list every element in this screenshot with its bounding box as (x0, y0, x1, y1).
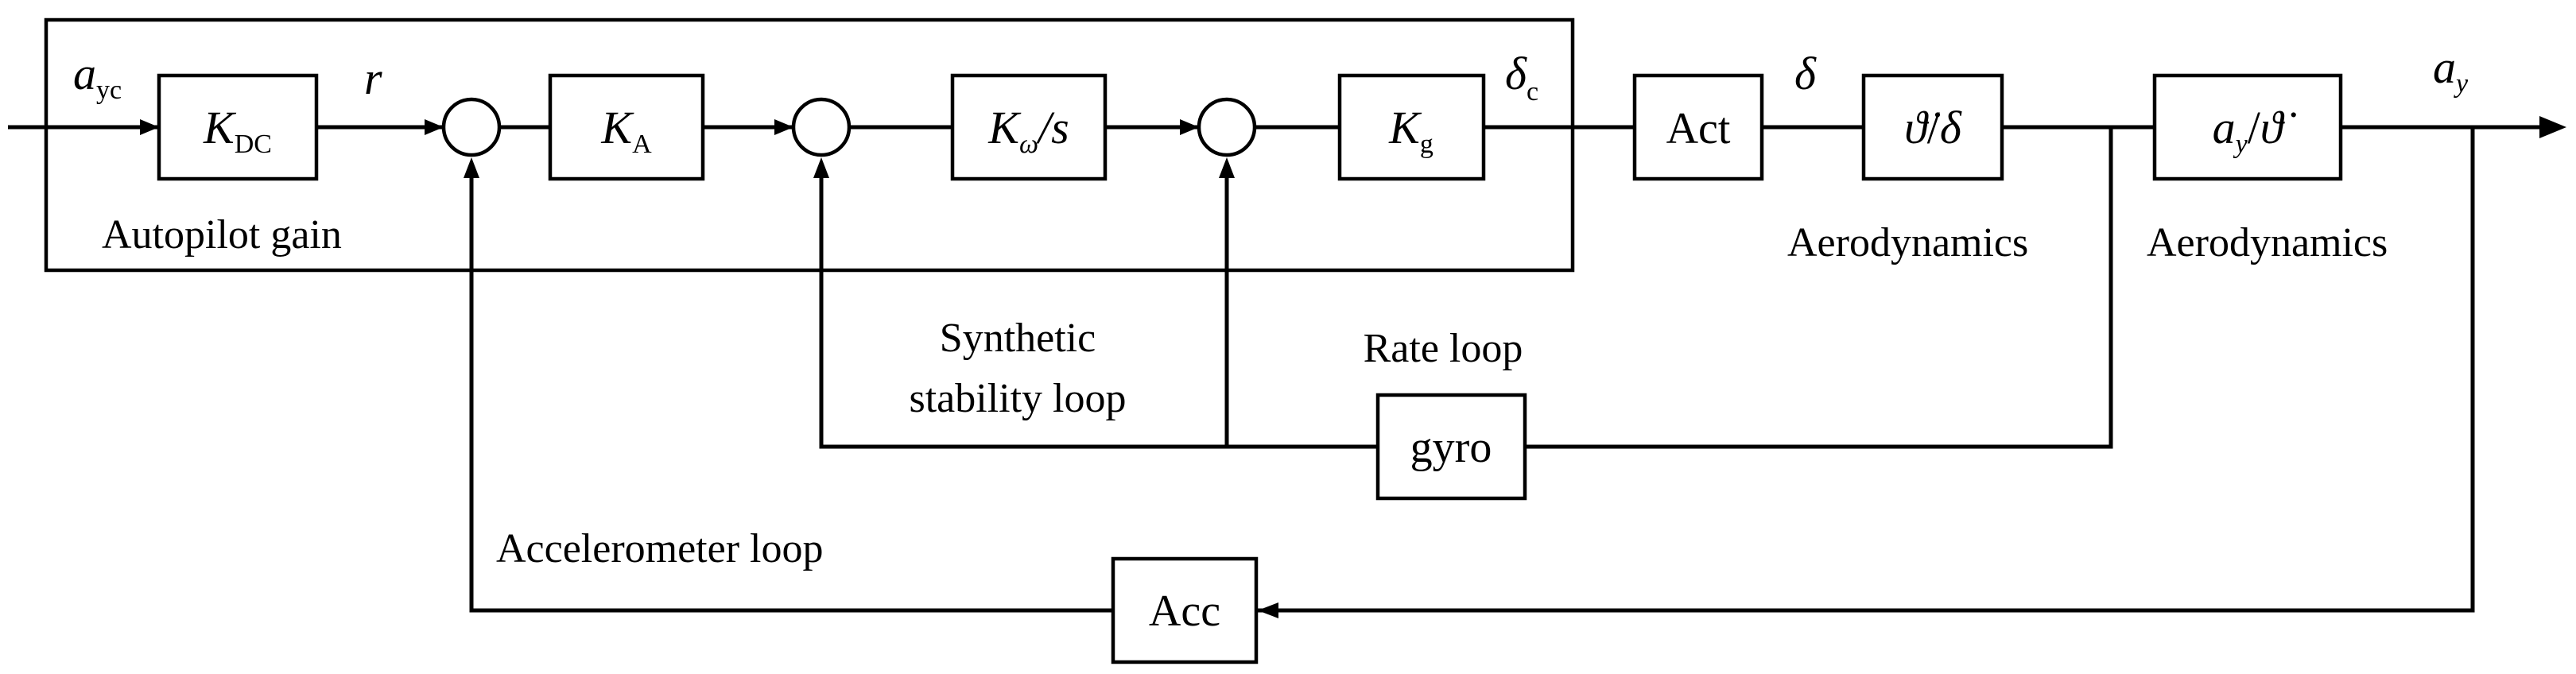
synthetic-stability-label-line1: Synthetic (940, 316, 1096, 361)
gyro-block: gyro (1375, 393, 1527, 501)
kw-symbol: K (987, 102, 1022, 153)
ka-subscript: A (632, 130, 652, 159)
summing-junction-2 (791, 97, 852, 157)
summing-junction-1 (441, 97, 502, 157)
rate-loop-wires (813, 127, 2113, 449)
gyro-label: gyro (1410, 423, 1492, 472)
ka-block: KA (548, 73, 705, 181)
kw-subscript: ω (1019, 130, 1038, 159)
delta-signal-label: δ (1794, 48, 1817, 99)
svg-text:KDC: KDC (203, 102, 272, 159)
aerodynamics-label-1: Aerodynamics (1787, 220, 2028, 265)
act-block: Act (1632, 73, 1764, 181)
kdc-block: KDC (157, 73, 319, 181)
autopilot-gain-label: Autopilot gain (102, 212, 342, 258)
svg-text:KA: KA (600, 102, 652, 159)
delta-c-signal-label: δc (1505, 48, 1538, 107)
kdc-subscript: DC (235, 130, 272, 159)
svg-text:ay/ϑ̇: ay/ϑ̇ (2213, 102, 2297, 159)
aerodynamics-label-2: Aerodynamics (2147, 220, 2388, 265)
kw-block: Kω/s (950, 73, 1108, 181)
output-signal-label: ay (2433, 41, 2469, 99)
accelerometer-loop-label: Accelerometer loop (496, 526, 823, 571)
aero2-numerator-sub: y (2233, 130, 2248, 159)
acc-label: Acc (1149, 587, 1220, 636)
r-signal-label: r (364, 52, 382, 104)
aero1-block: ϑ̇/δ (1861, 73, 2004, 181)
forward-arrowheads (140, 116, 2566, 138)
kdc-symbol: K (203, 102, 237, 153)
summing-junction-3 (1197, 97, 1257, 157)
aero2-block: ay/ϑ̇ (2152, 73, 2343, 181)
synthetic-stability-label-line2: stability loop (910, 376, 1127, 421)
kg-subscript: g (1420, 130, 1433, 159)
aero2-numerator: a (2213, 102, 2236, 153)
rate-loop-label: Rate loop (1364, 326, 1523, 371)
aero1-denominator: δ (1940, 102, 1962, 153)
svg-text:Kω/s: Kω/s (987, 102, 1069, 159)
acc-block: Acc (1111, 556, 1259, 664)
kw-rest: /s (1036, 102, 1069, 153)
act-label: Act (1666, 104, 1731, 153)
kg-symbol: K (1388, 102, 1422, 153)
kg-block: Kg (1337, 73, 1486, 181)
svg-text:Kg: Kg (1388, 102, 1433, 159)
svg-text:ϑ̇/δ: ϑ̇/δ (1904, 102, 1962, 153)
ka-symbol: K (600, 102, 634, 153)
autopilot-gain-frame (44, 17, 1575, 273)
input-signal-label: ayc (73, 48, 122, 105)
accelerometer-loop-wires (464, 127, 2475, 618)
